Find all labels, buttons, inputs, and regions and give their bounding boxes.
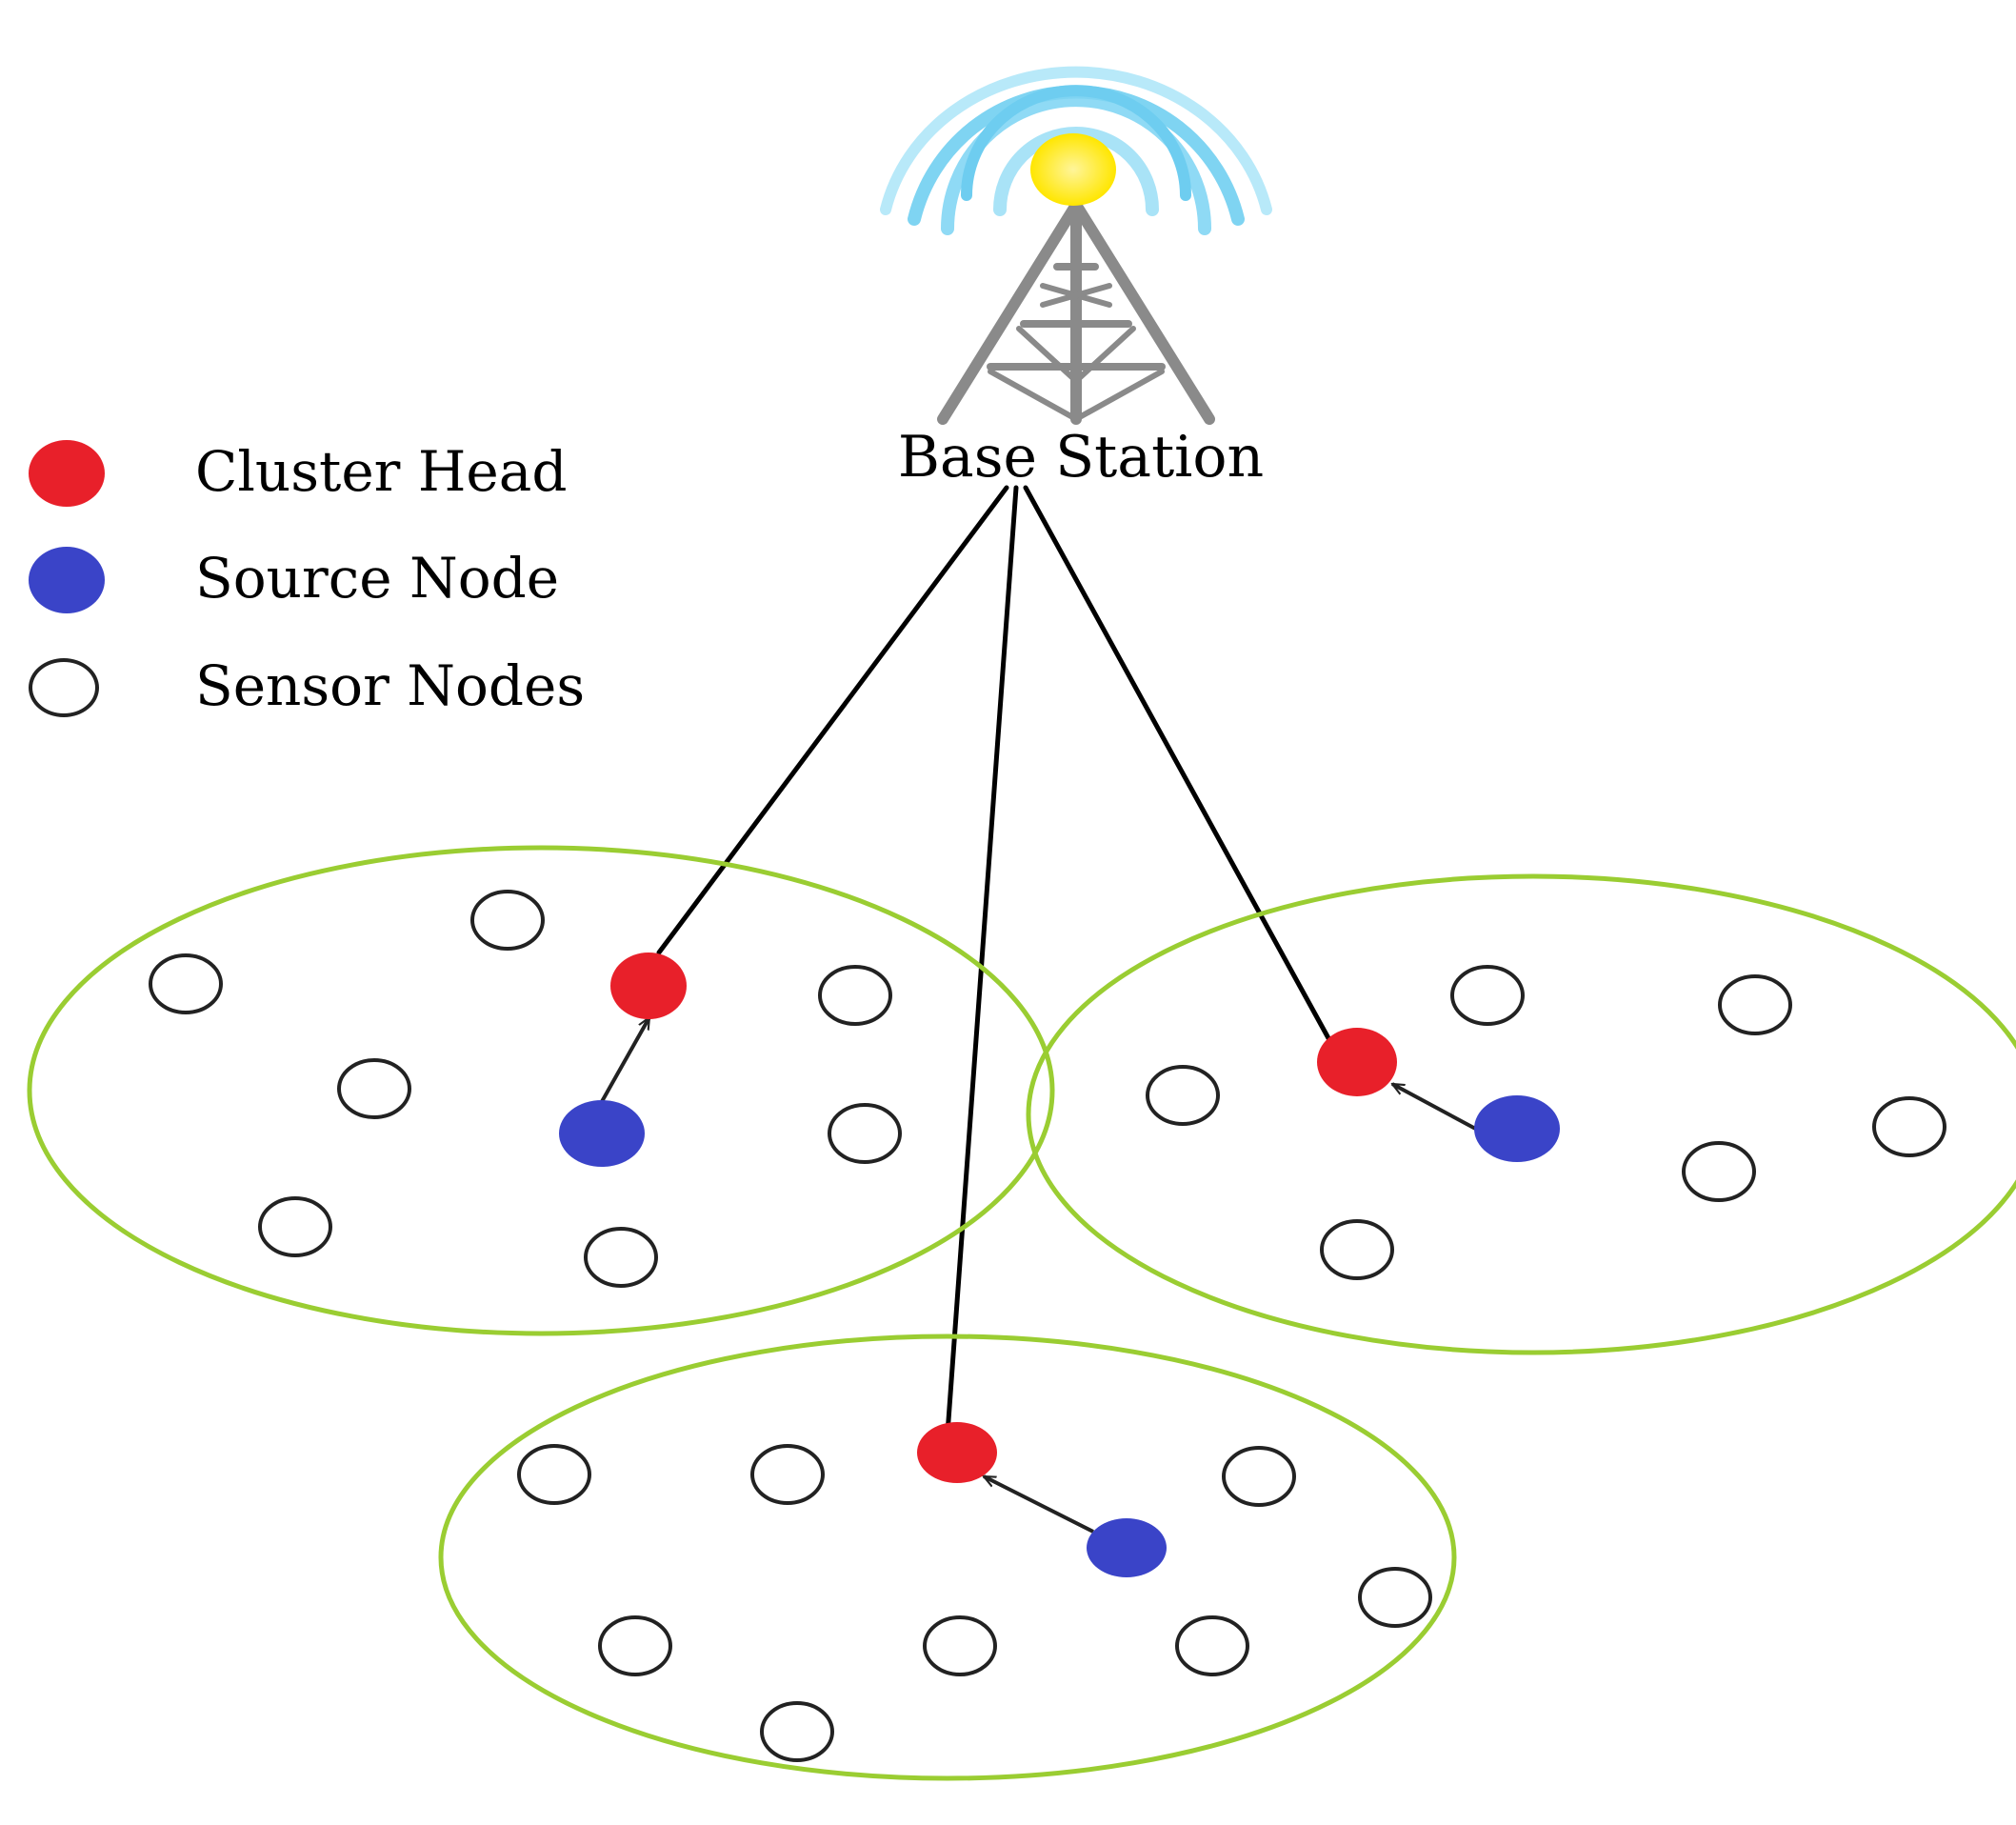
sensor-node	[1872, 1096, 1946, 1157]
link-to-cluster-3	[1023, 485, 1331, 1041]
link-to-cluster-1	[656, 485, 1009, 955]
cluster-2-boundary	[1026, 873, 2016, 1355]
sensor-node	[1358, 1567, 1432, 1628]
beacon-icon	[1030, 133, 1116, 206]
sensor-node	[598, 1615, 672, 1676]
link-to-cluster-2	[945, 485, 1019, 1436]
source-node	[1474, 1095, 1560, 1162]
legend-item-sensor-nodes: Sensor Nodes	[29, 648, 695, 733]
sensor-node	[1320, 1219, 1394, 1280]
legend-label: Cluster Head	[195, 439, 568, 504]
sensor-node	[750, 1444, 825, 1505]
base-station-links	[656, 485, 1331, 1436]
sensor-node	[828, 1103, 902, 1164]
legend-label: Source Node	[195, 546, 560, 611]
cluster-boundaries	[27, 845, 2016, 1781]
arrow-source-to-head-2	[1392, 1082, 1482, 1133]
source-node-icon	[29, 547, 105, 613]
sensor-node	[149, 953, 223, 1014]
cluster-heads	[610, 953, 1397, 1483]
cluster-3-boundary	[438, 1334, 1457, 1781]
sensor-node	[1718, 974, 1792, 1035]
sensor-node	[1682, 1141, 1756, 1202]
tower-icon	[937, 199, 1215, 425]
sensor-node	[1222, 1446, 1296, 1507]
cluster-head-icon	[29, 440, 105, 507]
sensor-node	[1146, 1065, 1220, 1126]
sensor-node	[517, 1444, 591, 1505]
sensor-node	[760, 1701, 834, 1762]
legend-item-cluster-head: Cluster Head	[29, 433, 695, 519]
sensor-node-icon	[29, 658, 99, 717]
sensor-node	[337, 1058, 411, 1119]
legend-label: Sensor Nodes	[195, 653, 586, 718]
source-node	[1087, 1518, 1167, 1577]
source-arrows	[598, 1017, 1482, 1534]
sensor-node	[258, 1196, 332, 1257]
sensor-node	[923, 1615, 997, 1676]
legend-item-source-node: Source Node	[29, 540, 695, 626]
arrow-source-to-head-1	[598, 1017, 651, 1106]
cluster-head-node	[610, 953, 687, 1019]
sensor-node	[1175, 1615, 1249, 1676]
sensor-node	[584, 1227, 658, 1288]
sensor-nodes	[149, 890, 1946, 1762]
legend: Cluster Head Source Node Sensor Nodes	[29, 433, 695, 738]
source-node	[559, 1100, 645, 1167]
signal-waves-icon	[880, 66, 1272, 235]
cluster-1-boundary	[27, 845, 1055, 1336]
source-nodes	[559, 1095, 1560, 1577]
sensor-node	[818, 965, 892, 1026]
cluster-head-node	[917, 1422, 997, 1483]
sensor-node	[470, 890, 545, 951]
arrow-source-to-head-3	[984, 1474, 1094, 1534]
sensor-node	[1450, 965, 1525, 1026]
cluster-head-node	[1317, 1028, 1397, 1096]
base-station-label: Base Station	[897, 424, 1265, 491]
